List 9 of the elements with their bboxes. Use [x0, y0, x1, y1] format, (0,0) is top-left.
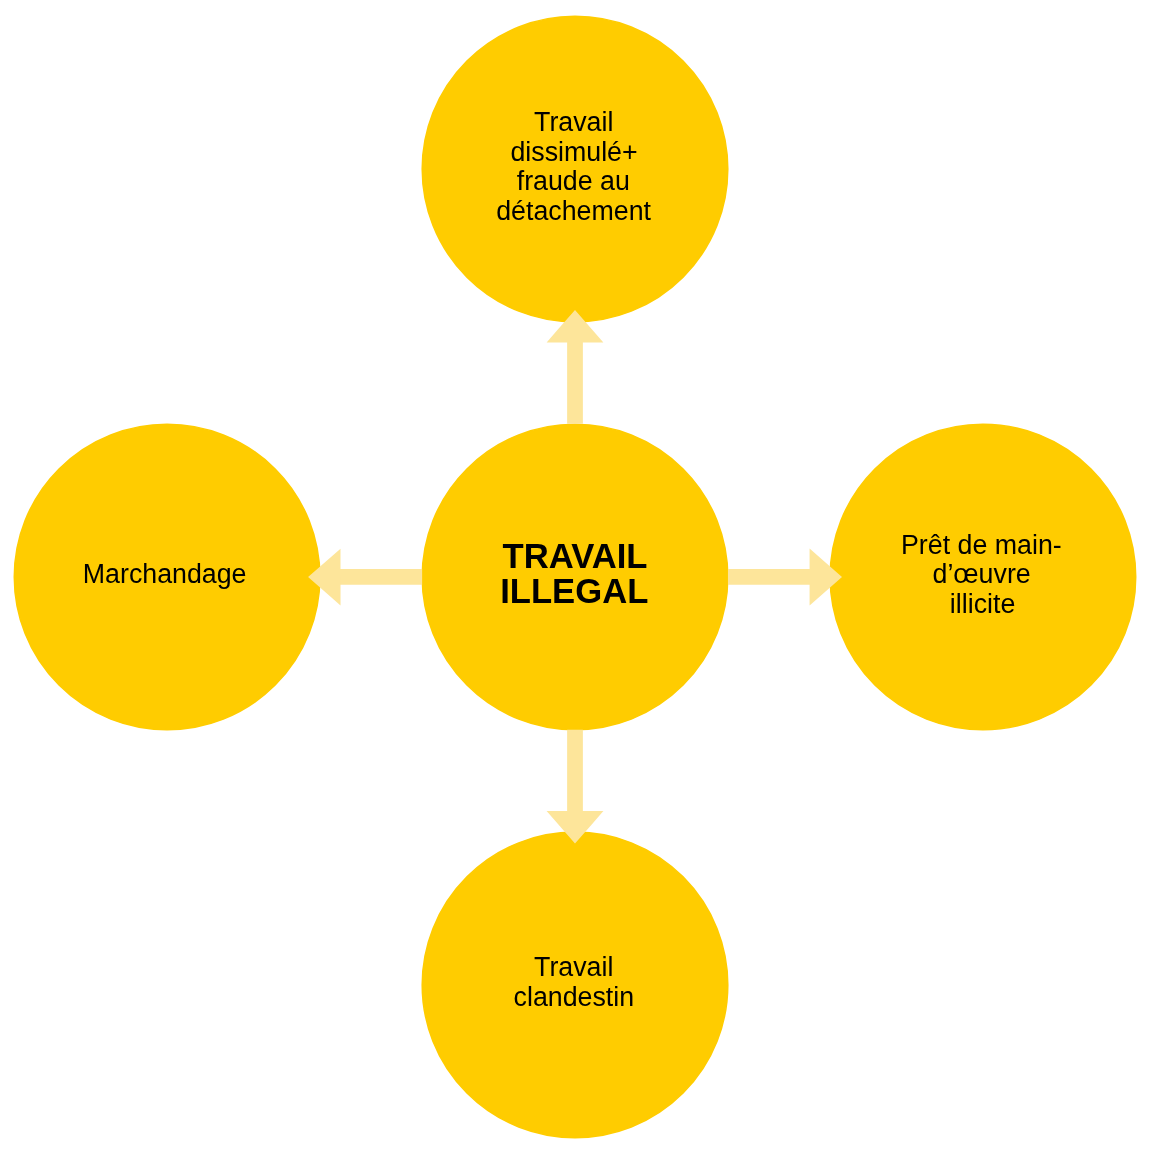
arrow	[546, 309, 604, 424]
node-circle: Prêt de main- d’œuvre illicite	[829, 422, 1137, 731]
node-circle: Travail clandestin	[421, 830, 729, 1138]
arrow	[727, 548, 842, 605]
node-circle: TRAVAIL ILLEGAL	[421, 422, 729, 731]
arrow	[546, 729, 604, 844]
node-circle: Travail dissimulé+ fraude au détachement	[421, 15, 729, 323]
arrow	[308, 548, 423, 605]
node-circle: Marchandage	[13, 422, 321, 731]
